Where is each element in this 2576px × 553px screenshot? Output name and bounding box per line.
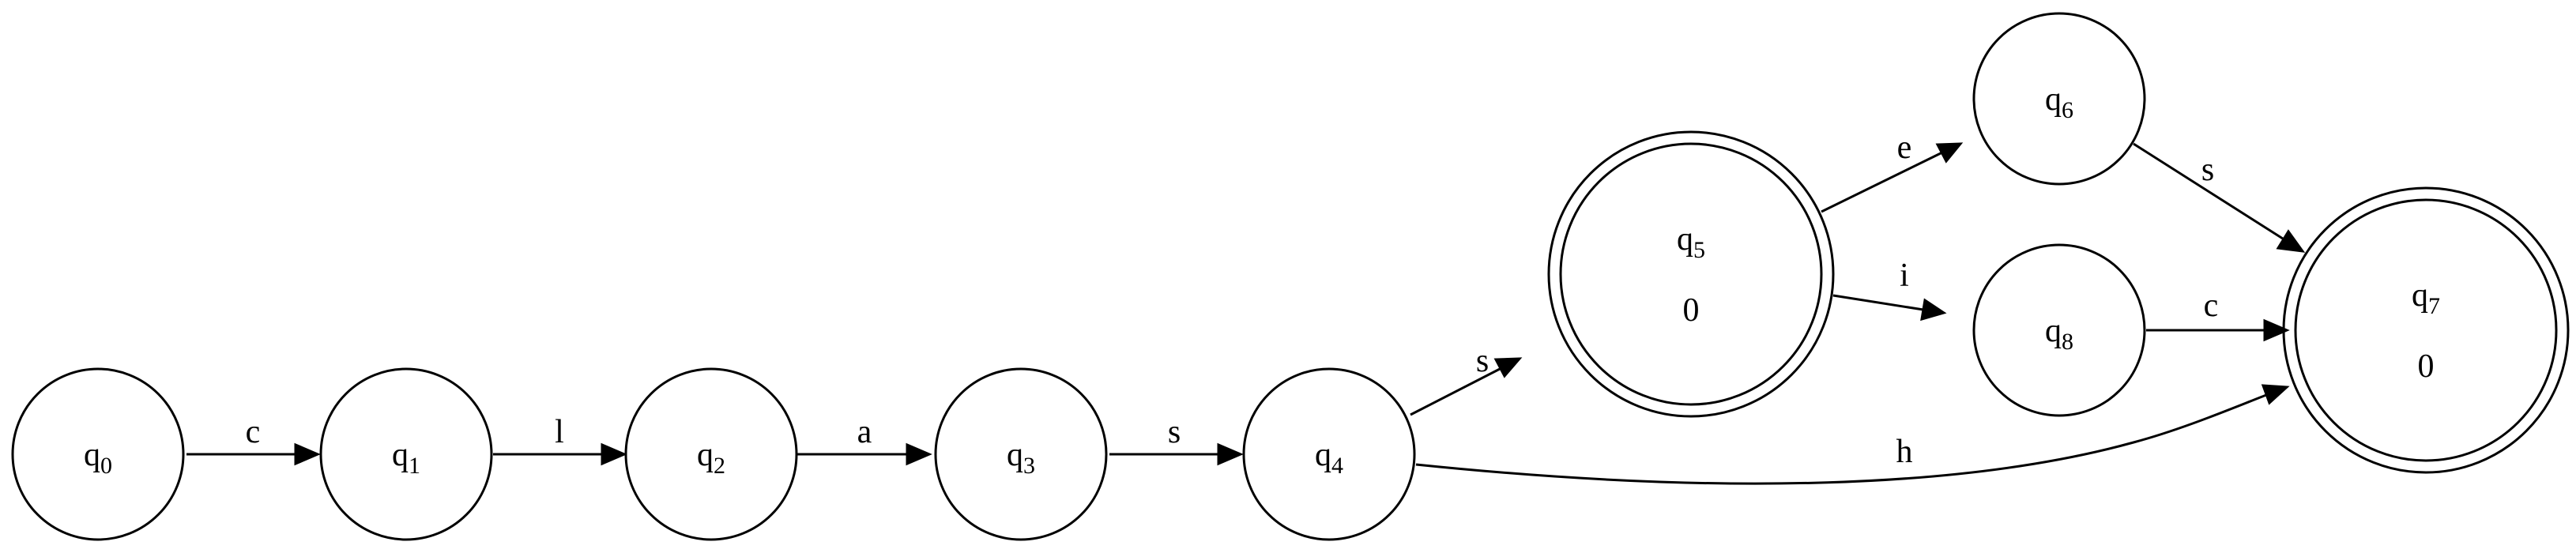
arrowhead xyxy=(2276,229,2306,253)
transition-q6-q7: s xyxy=(2133,142,2306,253)
transition-q3-q4: s xyxy=(1109,414,1244,466)
transition-q0-q1: c xyxy=(186,414,321,466)
transition-q8-q7: c xyxy=(2146,288,2290,342)
transition-q5-q8: i xyxy=(1832,258,1947,322)
state-q6: q6 xyxy=(1972,12,2146,186)
edge-label: s xyxy=(1168,414,1181,450)
state-label: q6 xyxy=(2045,81,2073,123)
state-q5: q5 0 xyxy=(1547,130,1835,418)
arrowhead xyxy=(906,442,932,466)
transition-q2-q3: a xyxy=(797,414,932,466)
state-output: 0 xyxy=(1683,292,1700,329)
state-output: 0 xyxy=(2418,348,2435,385)
edge-label: c xyxy=(2204,288,2219,324)
arrowhead xyxy=(2261,384,2290,405)
edge-label: l xyxy=(555,414,564,450)
state-outer-circle xyxy=(1547,130,1835,418)
state-circle xyxy=(1242,367,1416,541)
state-circle xyxy=(934,367,1108,541)
arrowhead xyxy=(1920,298,1947,322)
state-circle xyxy=(624,367,798,541)
transition-q4-q5: s xyxy=(1410,343,1523,416)
state-inner-circle xyxy=(1559,142,1823,406)
transition-q1-q2: l xyxy=(493,414,627,466)
edge-label: i xyxy=(1900,258,1909,294)
edge-label: a xyxy=(857,414,872,450)
edge-label: s xyxy=(2201,152,2214,188)
state-q8: q8 xyxy=(1972,243,2146,417)
edge-line xyxy=(1410,367,1502,416)
transition-q5-q6: e xyxy=(1821,130,1964,213)
edge-label: h xyxy=(1896,434,1913,470)
edge-line xyxy=(1832,294,1924,311)
state-label: q8 xyxy=(2045,313,2073,355)
transition-q4-q7: h xyxy=(1415,384,2290,485)
edge-line xyxy=(2133,142,2286,242)
edge-label: c xyxy=(246,414,261,450)
state-label: q5 xyxy=(1677,221,1705,263)
state-circle xyxy=(319,367,493,541)
state-inner-circle xyxy=(2294,198,2558,462)
arrowhead xyxy=(601,442,627,466)
arrowhead xyxy=(1935,142,1964,164)
arrowhead xyxy=(294,442,321,466)
state-label: q0 xyxy=(84,437,112,479)
state-label: q4 xyxy=(1315,437,1343,479)
state-circle xyxy=(11,367,185,541)
state-q1: q1 xyxy=(319,367,493,541)
state-q0: q0 xyxy=(11,367,185,541)
state-q7: q7 0 xyxy=(2282,186,2570,474)
state-circle xyxy=(1972,243,2146,417)
state-label: q2 xyxy=(697,437,725,479)
state-q4: q4 xyxy=(1242,367,1416,541)
state-q3: q3 xyxy=(934,367,1108,541)
states-layer: q0 q1 q2 q3 q4 q5 0 q6 xyxy=(11,12,2570,541)
state-circle xyxy=(1972,12,2146,186)
state-label: q7 xyxy=(2412,277,2440,319)
edge-line xyxy=(1821,151,1943,213)
edge-label: e xyxy=(1897,130,1912,166)
state-outer-circle xyxy=(2282,186,2570,474)
arrowhead xyxy=(2263,318,2290,342)
state-label: q1 xyxy=(392,437,420,479)
state-q2: q2 xyxy=(624,367,798,541)
transitions-layer: c l a s s h e xyxy=(186,130,2306,485)
arrowhead xyxy=(1217,442,1244,466)
edge-label: s xyxy=(1476,343,1489,379)
edge-line xyxy=(1415,393,2267,485)
state-label: q3 xyxy=(1007,437,1035,479)
arrowhead xyxy=(1493,357,1523,378)
